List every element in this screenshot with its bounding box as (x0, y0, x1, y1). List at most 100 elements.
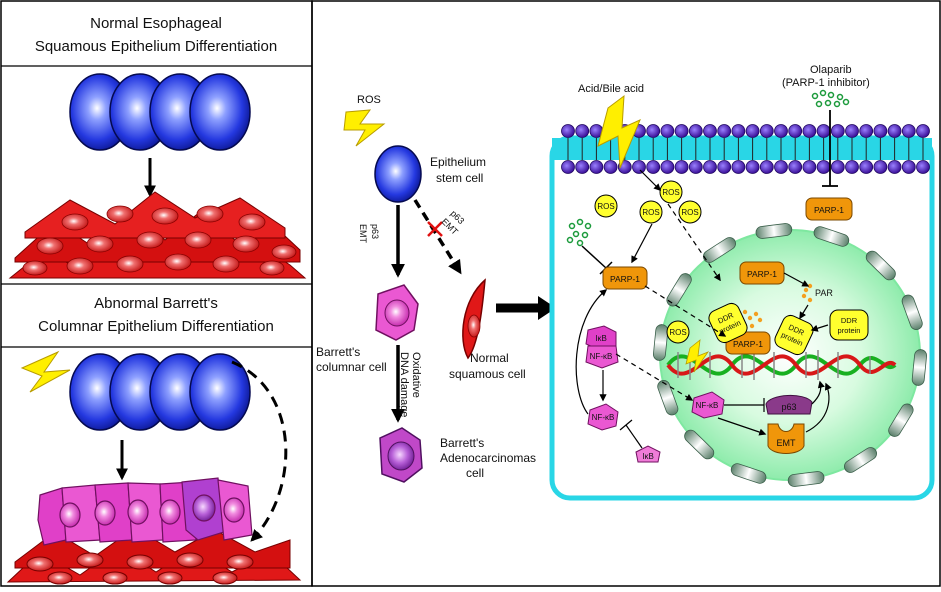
ros-bubble-4: ROS (681, 208, 698, 217)
nuclear-pore (911, 349, 927, 386)
nuclear-pore (703, 237, 736, 263)
right-panel-border (311, 0, 941, 587)
stem-cell-row-abnormal (69, 353, 251, 431)
parp1-nucleus: PARP-1 (747, 269, 777, 279)
lightning-icon (597, 94, 641, 169)
nuclear-pore (888, 403, 914, 437)
lipid-head (901, 160, 916, 174)
olaparib-line2: (PARP-1 inhibitor) (782, 77, 870, 89)
nuclear-pore (684, 429, 715, 460)
p63-left: p63 (370, 224, 380, 239)
emt-protein (767, 423, 805, 454)
lipid-head (575, 160, 590, 174)
lipid-head (674, 124, 689, 138)
lipid-head (816, 124, 831, 138)
epithelium-stem-cell (374, 145, 422, 203)
lipid-head (816, 160, 831, 174)
lipid-head (674, 160, 689, 174)
lipid-head (646, 124, 661, 138)
lipid-head (802, 124, 817, 138)
emt-left: EMT (358, 224, 368, 244)
parp1-cytoplasm: PARP-1 (610, 274, 640, 284)
pathway-arrows (575, 169, 832, 449)
lipid-head (788, 124, 803, 138)
nuclear-pore (901, 294, 923, 330)
lipid-head (759, 160, 774, 174)
lightning-icon (685, 339, 710, 373)
par-label: PAR (815, 288, 833, 298)
lipid-head (717, 124, 732, 138)
parp1-dna: PARP-1 (733, 339, 763, 349)
nuclear-pore (657, 380, 679, 416)
ros-label: ROS (357, 94, 381, 106)
nuclear-pores (653, 223, 927, 487)
lipid-head (774, 124, 788, 138)
normal-sq-line1: Normal (470, 351, 509, 365)
dashed-arrow-abnormal (231, 360, 288, 542)
lipid-head (575, 124, 590, 138)
lipid-head (859, 160, 874, 174)
lipid-head (802, 160, 817, 174)
lipid-head (603, 160, 618, 174)
lipid-head (745, 124, 760, 138)
emt-label: EMT (777, 438, 797, 448)
lipid-head (887, 124, 902, 138)
ddr3-line1: DDR (841, 316, 858, 325)
lipid-head (688, 160, 703, 174)
lightning-icon (343, 109, 386, 147)
olaparib-dots-icon (811, 89, 850, 108)
p63-label: p63 (781, 402, 796, 412)
lipid-head (887, 160, 902, 174)
squamous-cell-layer-abnormal (6, 527, 302, 585)
lipid-head (731, 124, 746, 138)
nuclear-pore (653, 324, 669, 361)
lipid-head (873, 124, 888, 138)
stem-cell-label-line2: stem cell (436, 171, 483, 185)
lipid-head (703, 160, 717, 174)
olaparib-line1: Olaparib (810, 64, 852, 76)
lipid-head (859, 124, 874, 138)
block-cross-icon (427, 221, 443, 237)
p63-protein (765, 395, 813, 415)
nuclear-pore (666, 273, 692, 307)
nuclear-pore (787, 471, 825, 487)
lipid-head (589, 160, 604, 174)
normal-title-line1: Normal Esophageal (90, 15, 222, 32)
adeno-label-line2: Adenocarcinomas (440, 451, 536, 465)
lipid-head (660, 160, 675, 174)
lipid-head (759, 124, 774, 138)
lipid-head (660, 124, 675, 138)
lipid-head (916, 160, 930, 174)
lipid-head (916, 124, 930, 138)
lipid-head (731, 160, 746, 174)
adeno-label-line3: cell (466, 466, 484, 480)
nuclear-pore (730, 463, 767, 484)
abnormal-title-line2: Columnar Epithelium Differentiation (38, 318, 274, 335)
normal-title-line2: Squamous Epithelium Differentiation (35, 38, 277, 55)
lipid-head (830, 124, 845, 138)
nuclear-pore (813, 226, 850, 247)
ddr3-line2: protein (838, 326, 861, 335)
stem-cell-label-line1: Epithelium (430, 155, 486, 169)
nfkb-mid: NF-κB (592, 413, 615, 422)
dna-helix (666, 350, 897, 380)
lipid-head (830, 160, 845, 174)
lipid-head (632, 160, 646, 174)
abnormal-title-line1: Abnormal Barrett's (94, 295, 218, 312)
lipid-head (845, 124, 859, 138)
nuclear-pore (844, 447, 877, 473)
ros-bubble-1: ROS (597, 202, 614, 211)
nfkb-top: NF-κB (590, 352, 613, 361)
ros-bubbles (594, 180, 702, 344)
adeno-label-line1: Barrett's (440, 436, 484, 450)
plasma-membrane (552, 138, 932, 160)
lipid-head (788, 160, 803, 174)
parp1-boxes (602, 197, 853, 355)
lipid-head (717, 160, 732, 174)
normal-sq-line2: squamous cell (449, 367, 526, 381)
lipid-head (774, 160, 788, 174)
squamous-nuclei (22, 205, 297, 276)
lipid-head (561, 160, 575, 174)
